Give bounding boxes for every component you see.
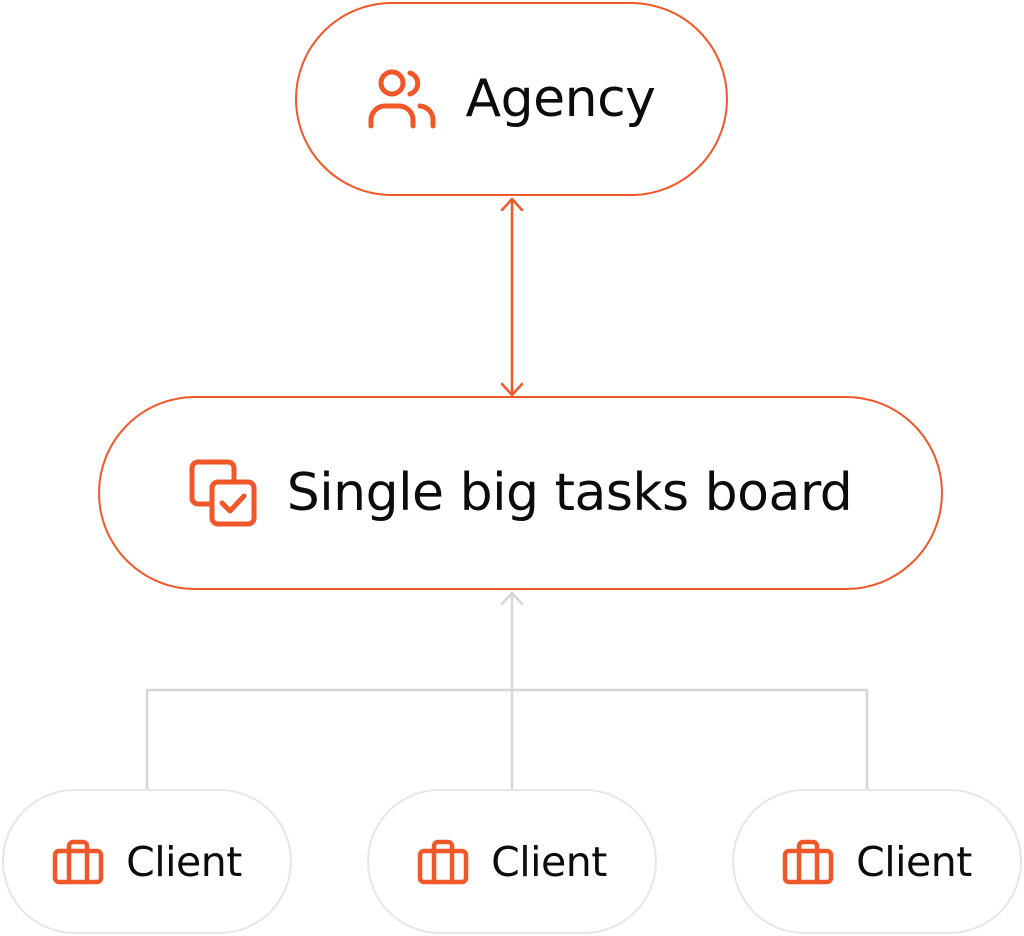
clients-board-connector <box>145 591 869 791</box>
agency-label: Agency <box>465 69 656 129</box>
stacked-checkbox-icon <box>189 459 257 527</box>
users-icon <box>368 68 436 130</box>
agency-node: Agency <box>295 2 728 196</box>
briefcase-icon <box>417 839 469 885</box>
client-node: Client <box>732 789 1022 934</box>
client-label: Client <box>126 837 242 886</box>
client-label: Client <box>491 837 607 886</box>
client-label: Client <box>856 837 972 886</box>
client-node: Client <box>2 789 292 934</box>
briefcase-icon <box>52 839 104 885</box>
tasks-board-node: Single big tasks board <box>98 396 943 590</box>
agency-board-arrow <box>500 197 524 397</box>
tasks-board-label: Single big tasks board <box>286 463 853 523</box>
briefcase-icon <box>782 839 834 885</box>
client-node: Client <box>367 789 657 934</box>
